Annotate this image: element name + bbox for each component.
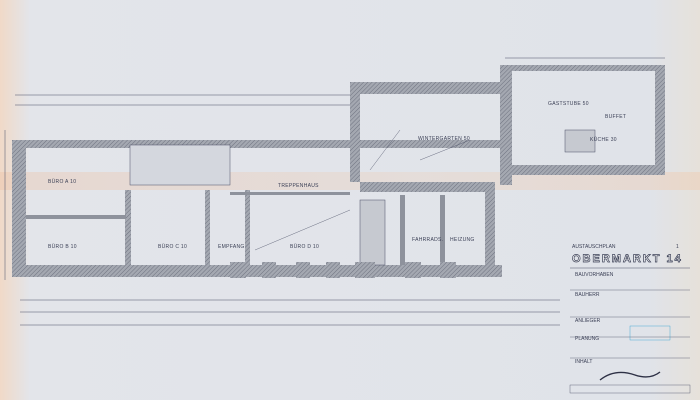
room-label-buero-c: BÜRO C 10 [158,243,187,250]
field-bauherr: BAUHERR [575,292,600,298]
approval-stamp [629,325,671,341]
room-label-gaststube: GASTSTUBE 50 [548,101,589,107]
diagonal-annotations [254,129,471,251]
room-label-heizung: HEIZUNG [450,237,475,243]
room-label-buero-b: BÜRO B 10 [48,243,77,250]
field-planung: PLANUNG [575,336,599,342]
window-piers [230,262,456,278]
field-bauvorhaben: BAUVORHABEN [575,272,614,278]
walls [12,65,665,277]
title-block: AUSTAUSCHPLAN 1 OBERMARKT 14 BAUVORHABEN… [569,244,691,394]
field-inhalt: INHALT [575,359,592,365]
room-label-fahrrads: FAHRRADS. [412,237,443,243]
room-label-buero-a: BÜRO A 10 [48,178,76,185]
room-label-empfang: EMPFANG [218,244,245,250]
room-label-buffet: BUFFET [605,114,626,120]
room-label-buero-d: BÜRO D 10 [290,243,319,250]
project-title: OBERMARKT 14 [572,253,683,265]
dimension-lines [4,57,665,326]
field-anlieger: ANLIEGER [575,318,601,324]
room-label-wintergarten: WINTERGARTEN 50 [418,136,470,142]
room-label-kueche: KÜCHE 30 [590,136,617,143]
plan-type: AUSTAUSCHPLAN [572,244,616,250]
room-label-treppenhaus: TREPPENHAUS [278,183,319,189]
signature [599,371,661,381]
sheet-number: 1 [676,244,679,250]
